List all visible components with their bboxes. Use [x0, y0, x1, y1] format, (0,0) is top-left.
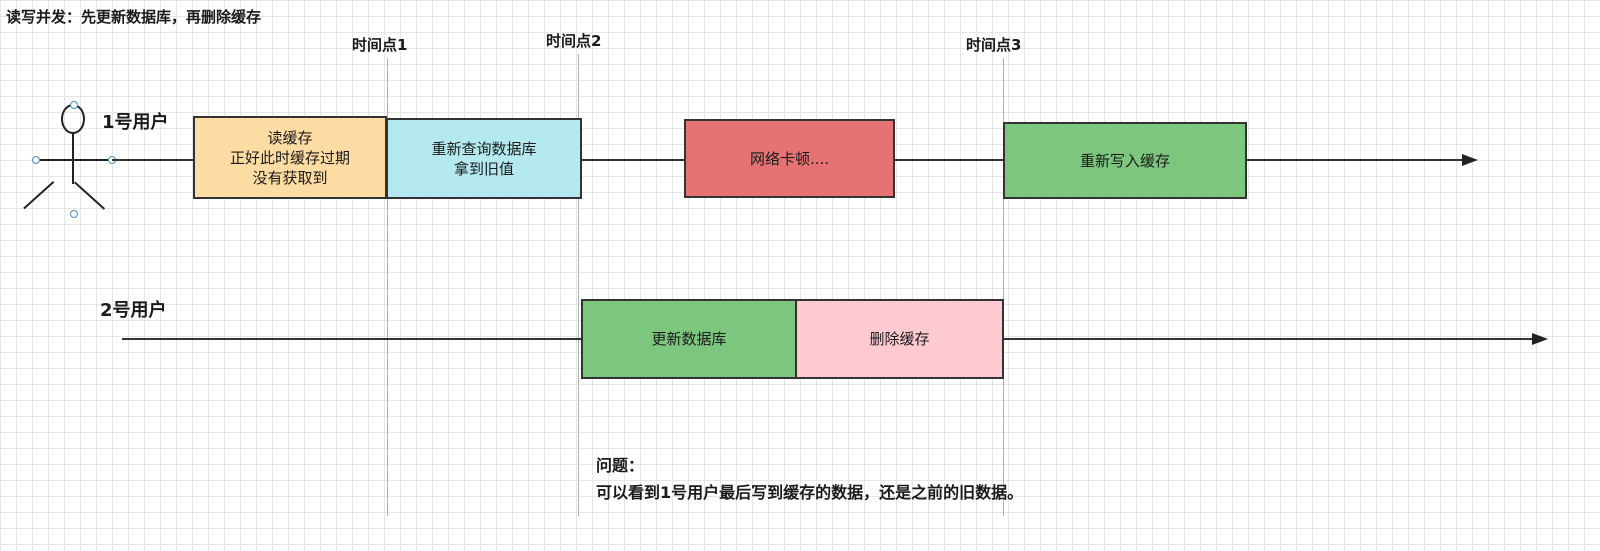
user2-step-update-db: 更新数据库 — [581, 299, 797, 379]
problem-heading: 问题： — [596, 456, 645, 475]
user1-step-write-cache: 重新写入缓存 — [1003, 122, 1247, 199]
problem-body: 可以看到1号用户最后写到缓存的数据，还是之前的旧数据。 — [596, 483, 1024, 502]
problem-note: 问题： 可以看到1号用户最后写到缓存的数据，还是之前的旧数据。 — [596, 452, 1156, 506]
time-point-1-label: 时间点1 — [352, 36, 408, 54]
user1-step-read-cache: 读缓存 正好此时缓存过期 没有获取到 — [193, 116, 387, 199]
user1-label: 1号用户 — [102, 112, 169, 133]
user2-step-delete-cache: 删除缓存 — [795, 299, 1004, 379]
user2-timeline-arrow-icon — [1532, 333, 1548, 345]
user1-timeline-arrow-icon — [1462, 154, 1478, 166]
time-point-3-label: 时间点3 — [966, 36, 1022, 54]
user1-step-network-lag: 网络卡顿.... — [684, 119, 895, 198]
time-point-2-label: 时间点2 — [546, 32, 602, 50]
user2-label: 2号用户 — [100, 300, 167, 321]
time-point-3-line — [1003, 58, 1004, 516]
time-point-2-line — [578, 54, 579, 516]
user1-step-query-db: 重新查询数据库 拿到旧值 — [386, 118, 582, 199]
time-point-1-line — [387, 58, 388, 516]
diagram-title: 读写并发：先更新数据库，再删除缓存 — [6, 8, 262, 26]
